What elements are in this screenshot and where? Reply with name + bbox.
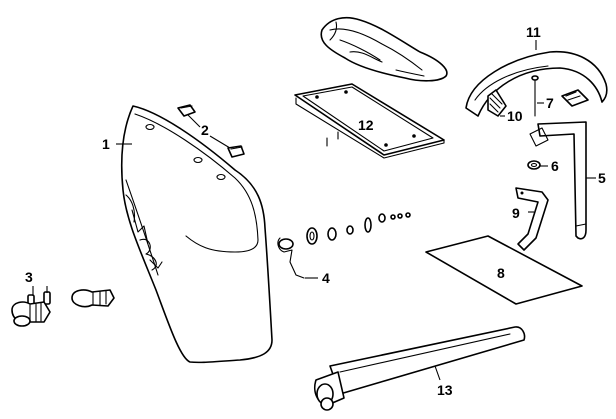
tool-roll-bag xyxy=(320,16,448,82)
callout-13: 13 xyxy=(437,382,453,398)
side-cover-panel xyxy=(120,105,273,364)
callout-5: 5 xyxy=(598,170,606,186)
callout-labels: 1 2 3 4 5 6 7 8 9 10 11 12 13 xyxy=(25,24,606,398)
callout-leaders xyxy=(32,40,596,381)
carrier-tray xyxy=(294,83,445,159)
callout-1: 1 xyxy=(102,136,110,152)
rear-fender xyxy=(465,50,608,117)
callout-2: 2 xyxy=(201,122,209,138)
grommet-lower xyxy=(227,145,245,158)
callout-11: 11 xyxy=(526,24,541,40)
reflector xyxy=(487,89,507,117)
callout-8: 8 xyxy=(497,265,505,281)
callout-9: 9 xyxy=(512,205,520,221)
lock-and-keys xyxy=(11,289,115,327)
callout-12: 12 xyxy=(358,117,374,133)
grommet-upper xyxy=(177,104,196,117)
callout-7: 7 xyxy=(546,95,554,111)
tire-pump xyxy=(314,326,526,411)
latch-hardware xyxy=(277,212,411,279)
fender-stay xyxy=(529,121,587,240)
callout-3: 3 xyxy=(25,269,33,285)
callout-6: 6 xyxy=(551,158,559,174)
callout-10: 10 xyxy=(507,108,523,124)
small-grommet xyxy=(527,160,541,170)
panel-lettering-logo xyxy=(125,194,163,271)
callout-4: 4 xyxy=(322,270,330,286)
tail-light xyxy=(561,89,589,107)
flat-plate xyxy=(425,235,583,305)
l-bracket xyxy=(515,187,549,251)
bolt xyxy=(531,75,539,117)
